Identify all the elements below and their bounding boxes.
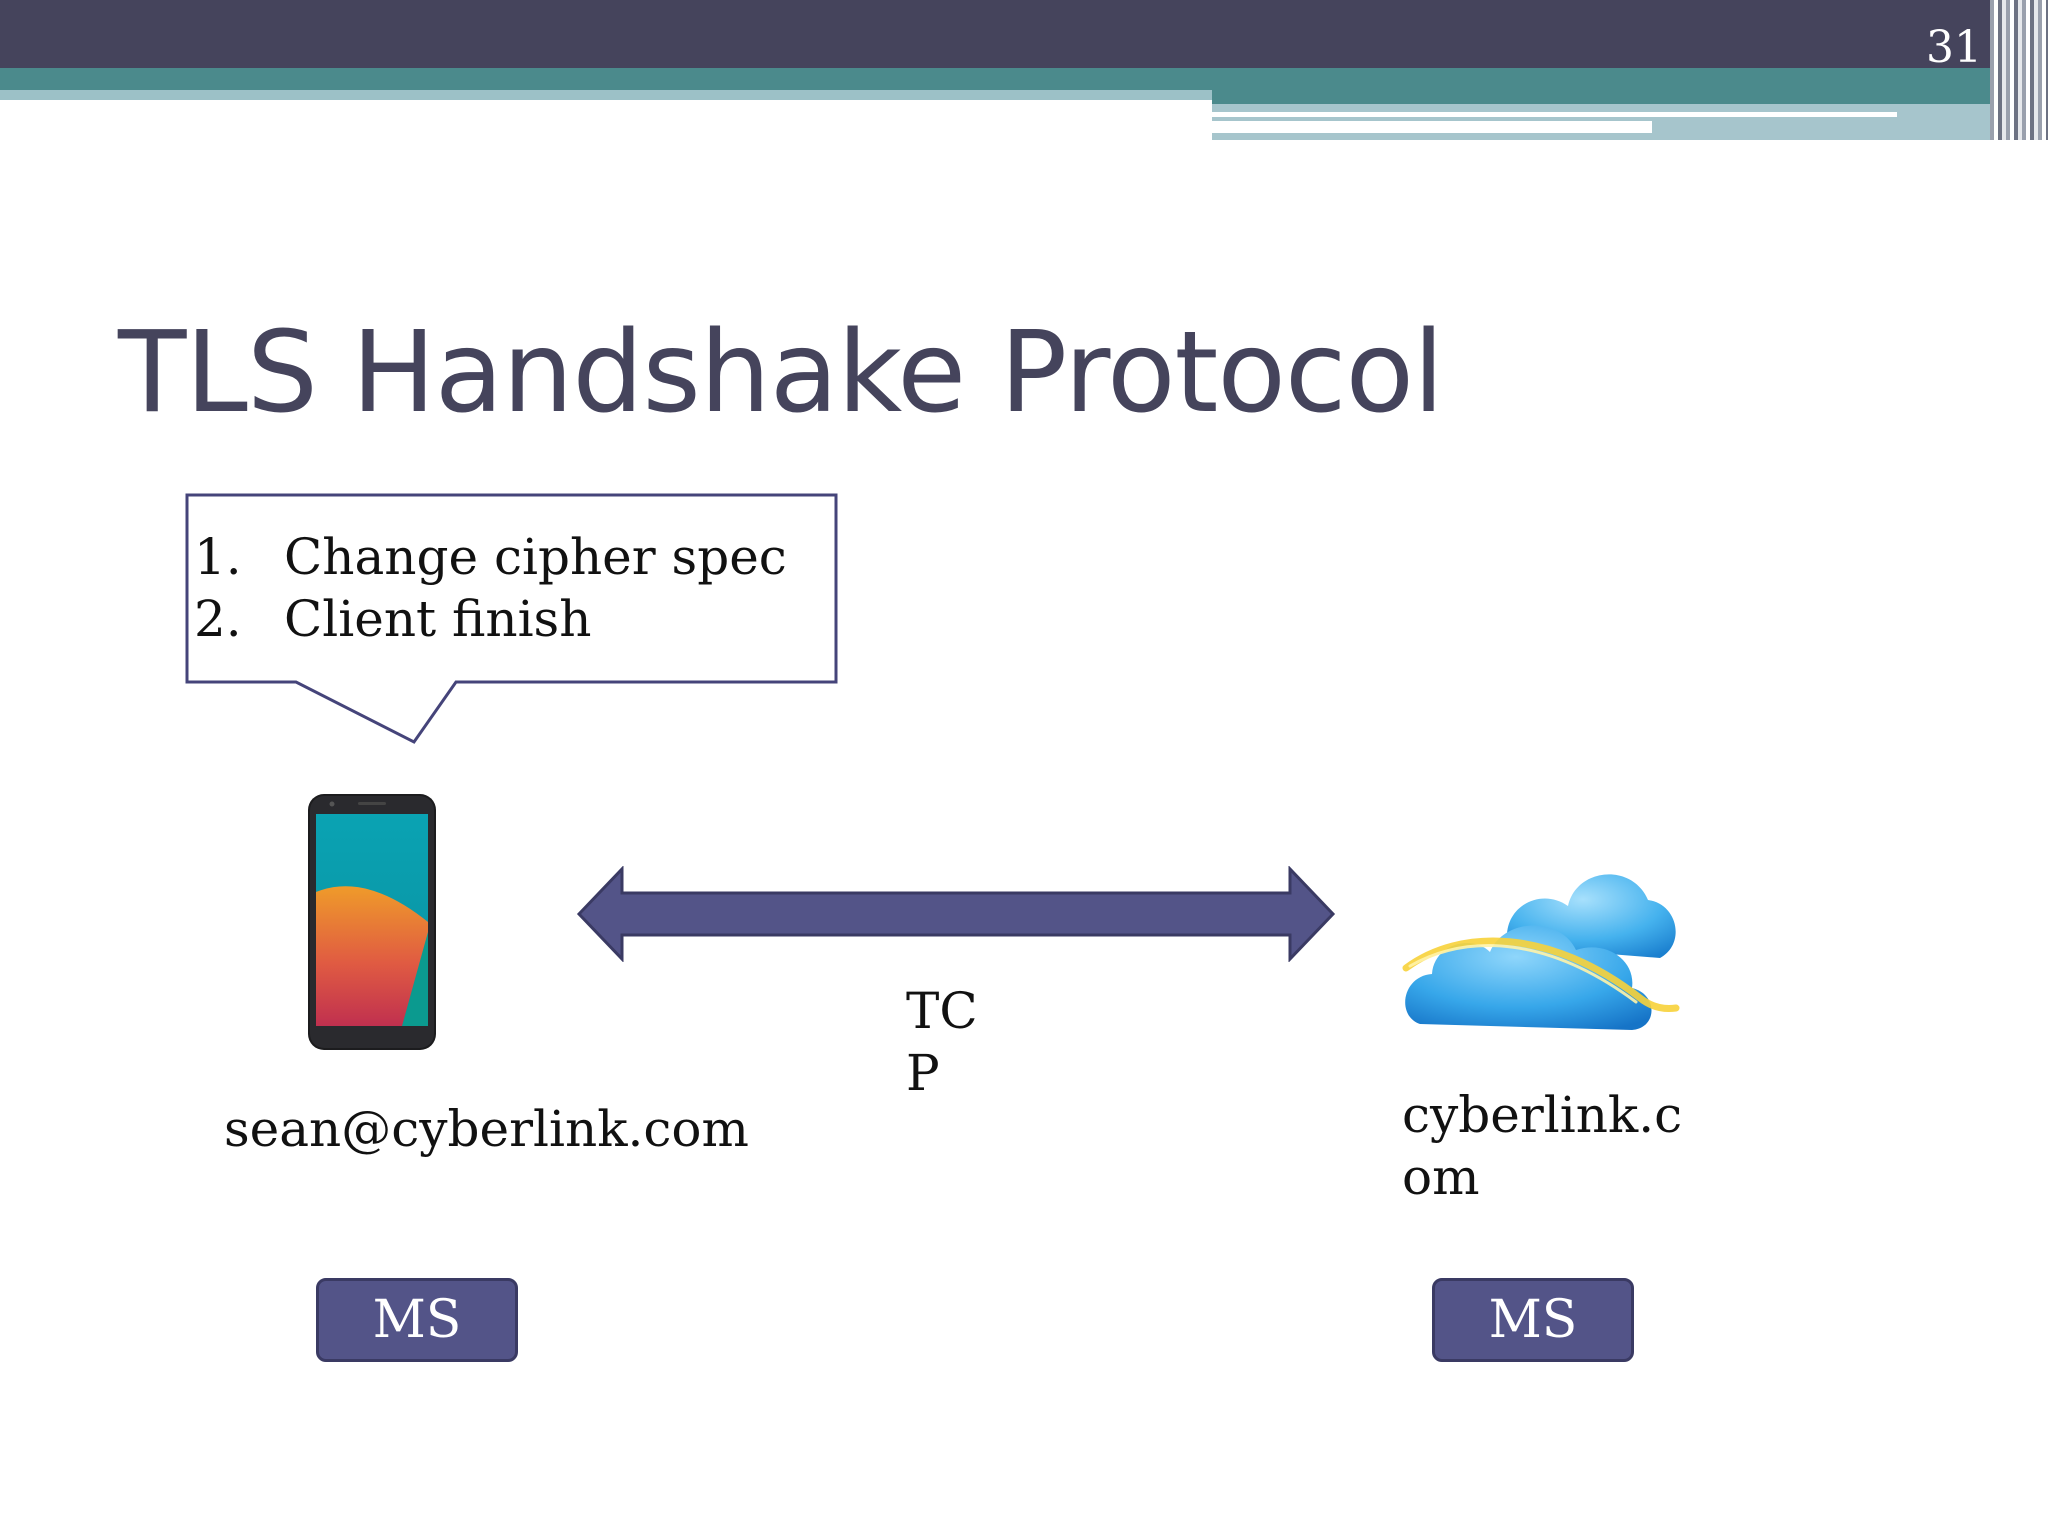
header-stripes [1990,0,2048,140]
client-master-secret-box: MS [316,1278,518,1362]
list-number: 1. [194,528,242,586]
slide-title: TLS Handshake Protocol [118,308,1444,438]
client-email-label: sean@cyberlink.com [224,1100,749,1158]
header-dark-band [0,0,2048,68]
server-master-secret-box: MS [1432,1278,1634,1362]
header-white-gap [1212,121,1652,133]
speech-bubble [185,493,838,744]
header-light-band [0,90,1212,100]
header-teal-band-right [1212,90,2000,104]
callout-list: 1. Change cipher spec 2. Client finish [194,526,787,650]
header-white-line [1212,112,1897,117]
connection-label: TCP [906,982,978,1102]
header-teal-band [0,68,2048,90]
list-text: Client finish [284,590,592,648]
server-master-secret-label: MS [1488,1290,1578,1350]
list-item: 2. Client finish [194,588,787,650]
slide-number: 31 [1926,22,1982,73]
cloud-icon [1402,874,1680,1030]
smartphone-icon [308,794,436,1050]
list-number: 2. [194,590,242,648]
list-item: 1. Change cipher spec [194,526,787,588]
list-text: Change cipher spec [284,528,787,586]
client-master-secret-label: MS [372,1290,462,1350]
server-domain-label: cyberlink.com [1402,1086,1683,1206]
bidirectional-arrow-icon [576,866,1336,962]
